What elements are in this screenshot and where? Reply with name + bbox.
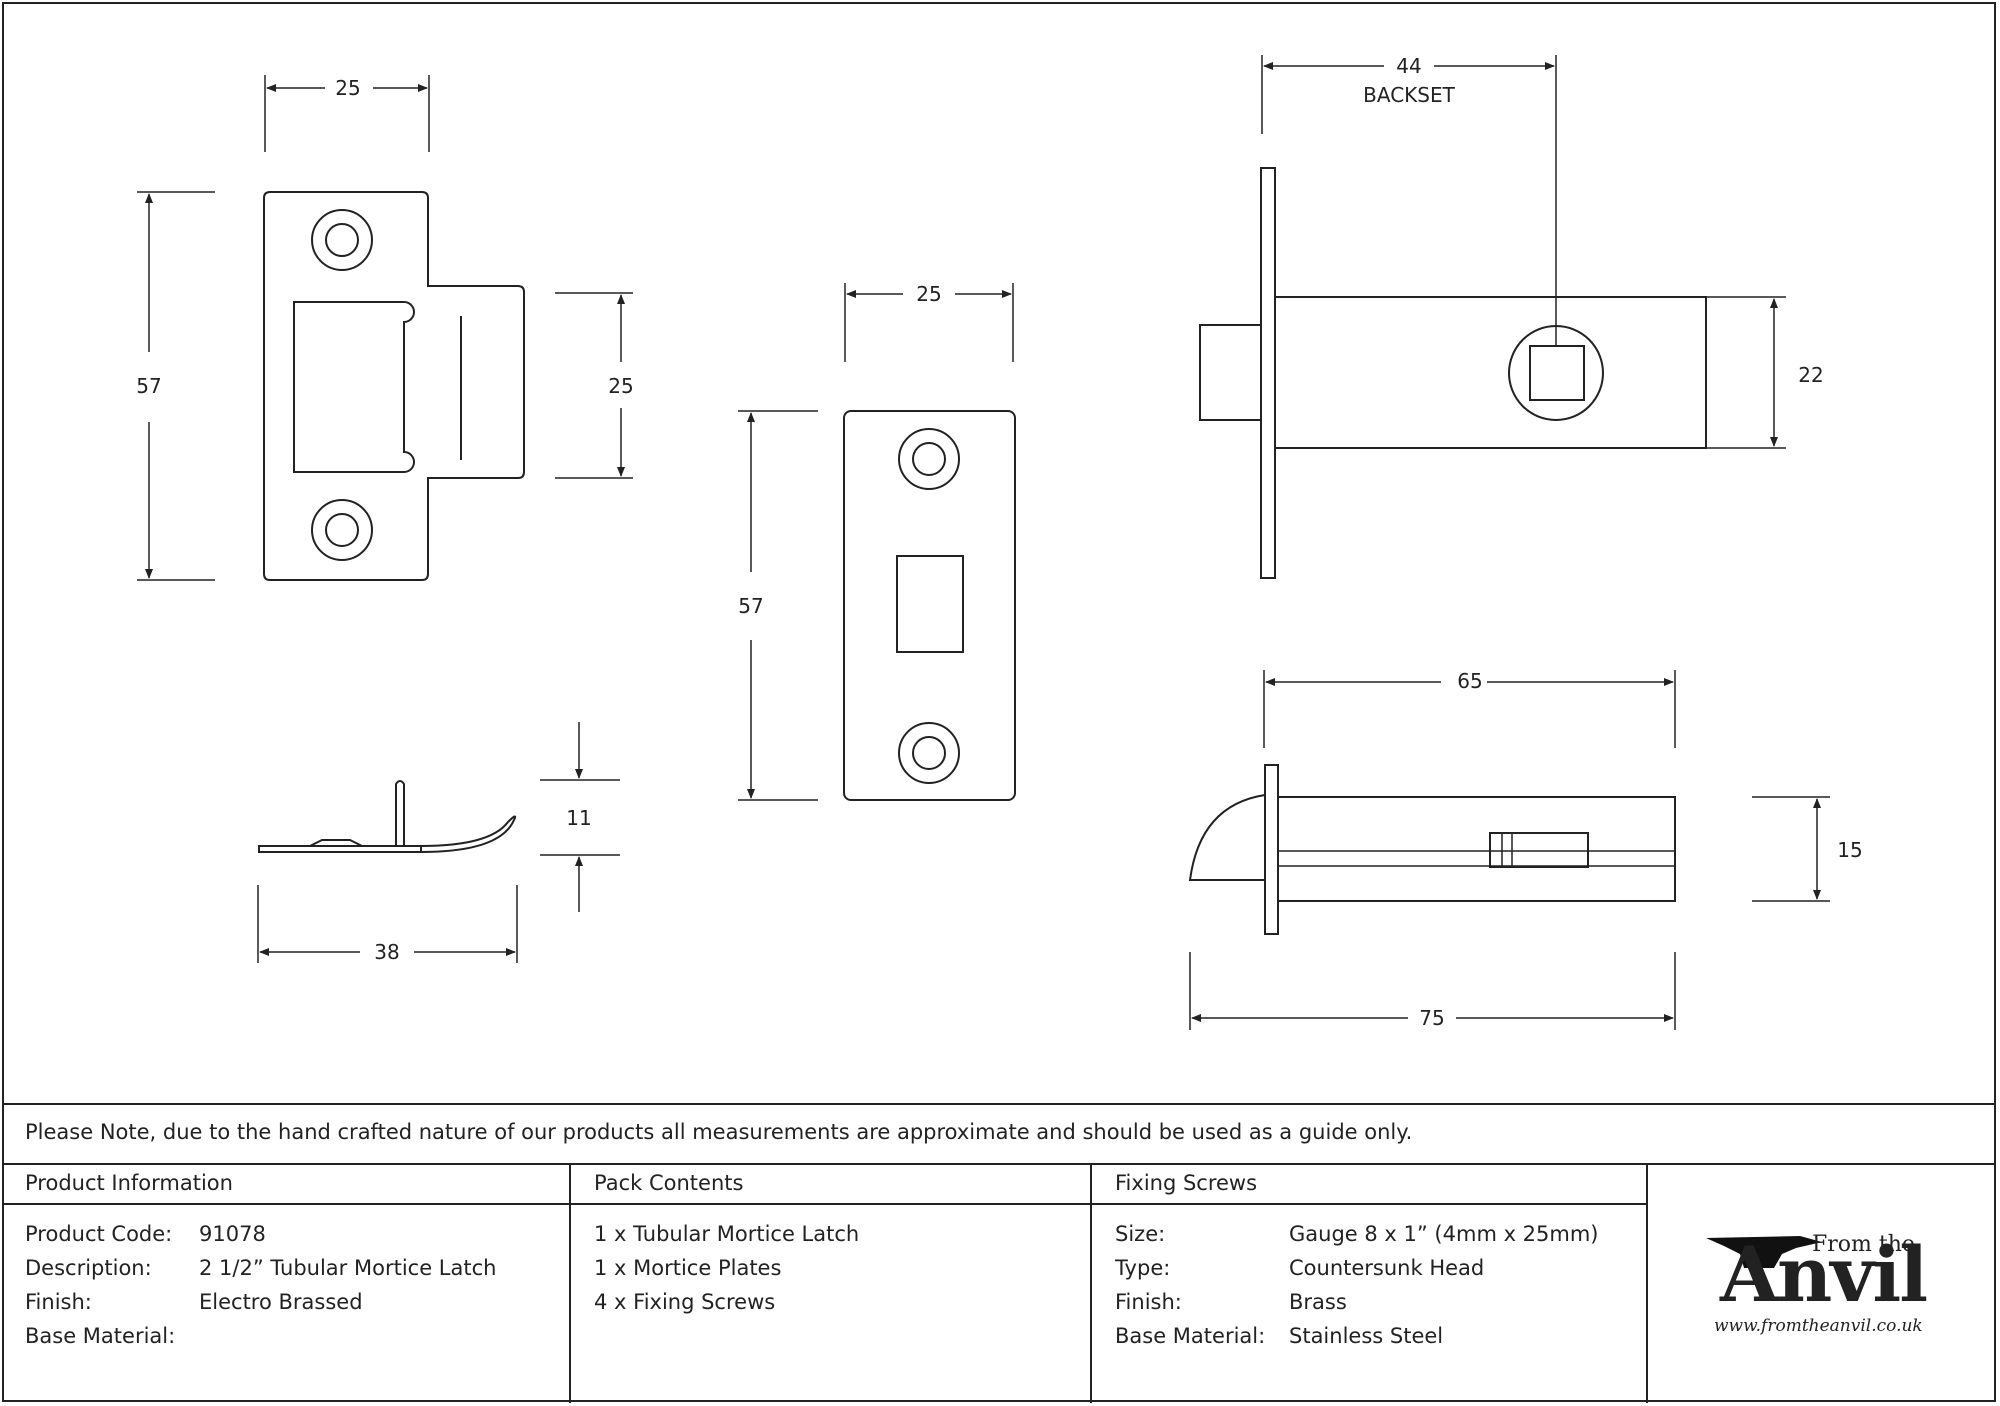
dim-label-spring-length: 38 bbox=[374, 940, 399, 964]
screw-size-value: Gauge 8 x 1” (4mm x 25mm) bbox=[1289, 1222, 1599, 1246]
logo-from-the: From the bbox=[1812, 1232, 1915, 1257]
dimension-spring-height: 11 bbox=[540, 722, 620, 912]
fixing-screws-title: Fixing Screws bbox=[1115, 1171, 1258, 1195]
pack-item: 1 x Tubular Mortice Latch bbox=[594, 1222, 860, 1246]
dimension-keep-width: 25 bbox=[264, 75, 430, 152]
screw-size-label: Size: bbox=[1115, 1222, 1166, 1246]
dimension-bolt-height: 15 bbox=[1752, 796, 1863, 902]
dim-label-plate-height: 57 bbox=[738, 594, 763, 618]
product-info-title: Product Information bbox=[25, 1171, 233, 1195]
screw-row: Size: Gauge 8 x 1” (4mm x 25mm) bbox=[1115, 1222, 1599, 1246]
finish-value: Electro Brassed bbox=[199, 1290, 363, 1314]
from-the-anvil-logo: From the Anvil www.fromtheanvil.co.uk bbox=[1700, 1220, 1960, 1340]
dim-label-overall-length: 75 bbox=[1419, 1006, 1444, 1030]
header-divider bbox=[2, 1203, 1647, 1205]
logo-website: www.fromtheanvil.co.uk bbox=[1714, 1316, 1923, 1336]
screw-material-value: Stainless Steel bbox=[1289, 1324, 1444, 1348]
strike-keep-side-view bbox=[258, 780, 517, 853]
screw-finish-label: Finish: bbox=[1115, 1290, 1182, 1314]
pack-item: 1 x Mortice Plates bbox=[594, 1256, 782, 1280]
column-divider-1 bbox=[569, 1163, 571, 1403]
note-divider bbox=[2, 1163, 1996, 1165]
screw-row: Type: Countersunk Head bbox=[1115, 1256, 1484, 1280]
description-value: 2 1/2” Tubular Mortice Latch bbox=[199, 1256, 497, 1280]
screw-type-label: Type: bbox=[1115, 1256, 1171, 1280]
product-info-row: Base Material: bbox=[25, 1324, 175, 1348]
column-divider-2 bbox=[1090, 1163, 1092, 1403]
latch-body-top-view bbox=[1188, 764, 1676, 935]
pack-item: 4 x Fixing Screws bbox=[594, 1290, 776, 1314]
base-material-label: Base Material: bbox=[25, 1324, 176, 1348]
dim-label-backset-value: 44 bbox=[1396, 54, 1421, 78]
screw-row: Finish: Brass bbox=[1115, 1290, 1347, 1314]
screw-finish-value: Brass bbox=[1289, 1290, 1347, 1314]
product-info-row: Product Code: 91078 bbox=[25, 1222, 266, 1246]
technical-drawing: 25 57 25 11 38 bbox=[136, 54, 1863, 1030]
description-label: Description: bbox=[25, 1256, 152, 1280]
dimension-body-length: 65 bbox=[1263, 669, 1676, 748]
dimension-overall-length: 75 bbox=[1189, 952, 1676, 1030]
strike-keep-front-view bbox=[263, 191, 525, 581]
dim-label-spring-height: 11 bbox=[566, 806, 591, 830]
dim-label-keep-height: 57 bbox=[136, 374, 161, 398]
dim-label-body-length: 65 bbox=[1457, 669, 1482, 693]
dim-label-bolt-height: 15 bbox=[1837, 838, 1862, 862]
dimension-plate-width: 25 bbox=[844, 282, 1014, 362]
column-divider-3 bbox=[1646, 1163, 1648, 1403]
table-top-border bbox=[2, 1103, 1996, 1105]
product-code-label: Product Code: bbox=[25, 1222, 173, 1246]
logo-anvil-wordmark: Anvil bbox=[1720, 1230, 1928, 1319]
screw-row: Base Material: Stainless Steel bbox=[1115, 1324, 1443, 1348]
dim-label-backset: BACKSET bbox=[1363, 83, 1455, 107]
dimension-backset: 44 BACKSET bbox=[1261, 54, 1557, 346]
latch-face-plate bbox=[843, 410, 1016, 801]
screw-type-value: Countersunk Head bbox=[1289, 1256, 1485, 1280]
dim-label-body-height: 22 bbox=[1798, 363, 1823, 387]
measurement-note: Please Note, due to the hand crafted nat… bbox=[25, 1120, 1413, 1144]
product-code-value: 91078 bbox=[199, 1222, 266, 1246]
dimension-spring-length: 38 bbox=[257, 885, 518, 964]
dim-label-keep-width: 25 bbox=[335, 76, 360, 100]
dimension-body-height: 22 bbox=[1706, 296, 1824, 449]
screw-material-label: Base Material: bbox=[1115, 1324, 1266, 1348]
dimension-keep-height: 57 bbox=[136, 191, 215, 581]
pack-contents-title: Pack Contents bbox=[594, 1171, 744, 1195]
dimension-keep-lip: 25 bbox=[555, 292, 634, 479]
latch-body-side-view bbox=[1199, 167, 1707, 579]
dim-label-keep-lip: 25 bbox=[608, 374, 633, 398]
dim-label-plate-width: 25 bbox=[916, 282, 941, 306]
dimension-plate-height: 57 bbox=[738, 410, 818, 801]
product-info-row: Description: 2 1/2” Tubular Mortice Latc… bbox=[25, 1256, 496, 1280]
product-info-row: Finish: Electro Brassed bbox=[25, 1290, 363, 1314]
finish-label: Finish: bbox=[25, 1290, 92, 1314]
anvil-icon bbox=[1706, 1236, 1822, 1268]
